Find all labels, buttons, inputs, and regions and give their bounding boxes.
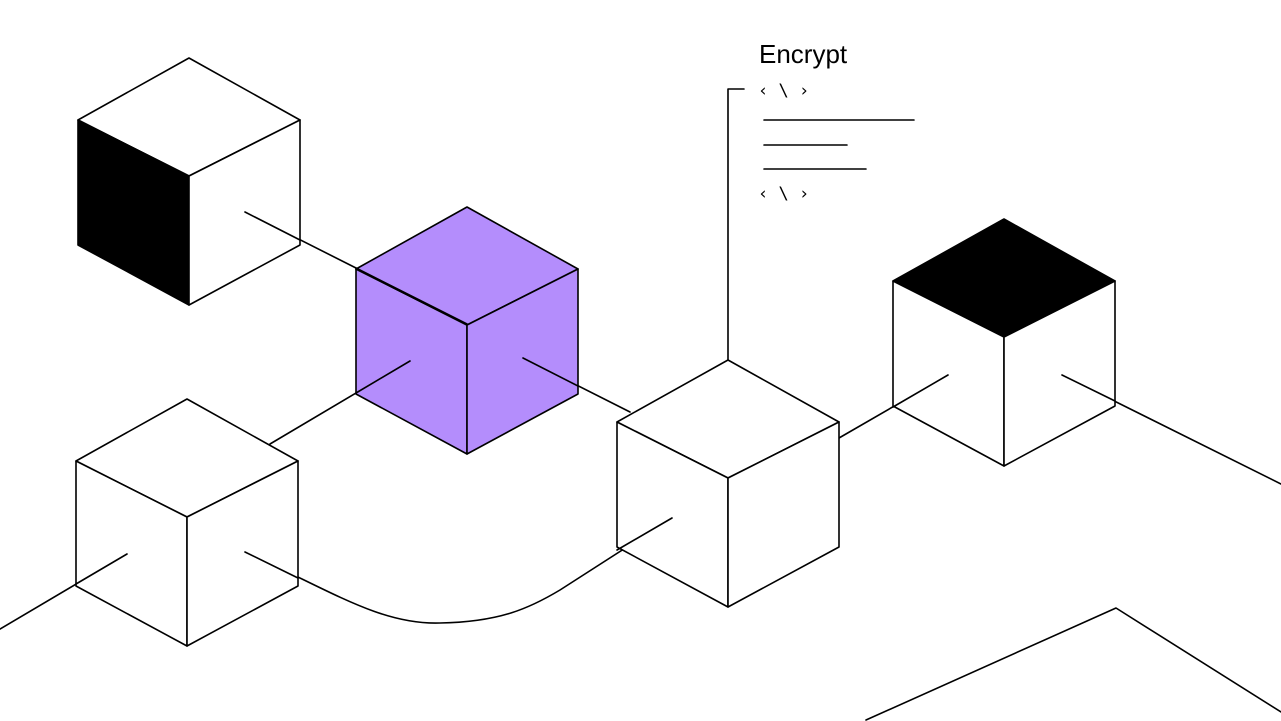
cube-center [616,359,840,608]
cube-purple-inner-line-a [355,360,411,394]
cube-right-right-face [1003,280,1116,467]
cube-purple-right-face [466,268,579,455]
cube-bottom-left-right-face [186,460,299,647]
cube-purple [355,206,579,455]
cube-bottom-left-inner-line-a [75,553,128,585]
cube-right-inner-line-b [1061,374,1116,402]
bottom-ridge-line [865,607,1281,721]
cube-top-left-inner-line [244,211,301,241]
cube-purple-hidden-line-b [355,267,468,325]
cube-right [892,218,1116,467]
cube-center-inner-line [616,517,673,551]
encrypt-label: Encrypt [759,39,848,69]
connector-curved [244,517,673,624]
cube-purple-hidden-line-a [355,268,468,326]
cube-purple-inner-line-b [522,357,579,387]
cube-center-right-face [727,421,840,608]
connector-encrypt-stem [727,88,745,363]
cube-top-left [77,57,301,306]
encrypt-annotation: Encrypt ‹ \ › ‹ \ › [758,39,915,204]
cube-right-inner-line-a [892,374,949,408]
cube-bottom-left [75,398,299,647]
code-close-tag: ‹ \ › [758,184,809,204]
cube-bottom-left-inner-line-b [244,551,299,579]
code-open-tag: ‹ \ › [758,81,809,101]
